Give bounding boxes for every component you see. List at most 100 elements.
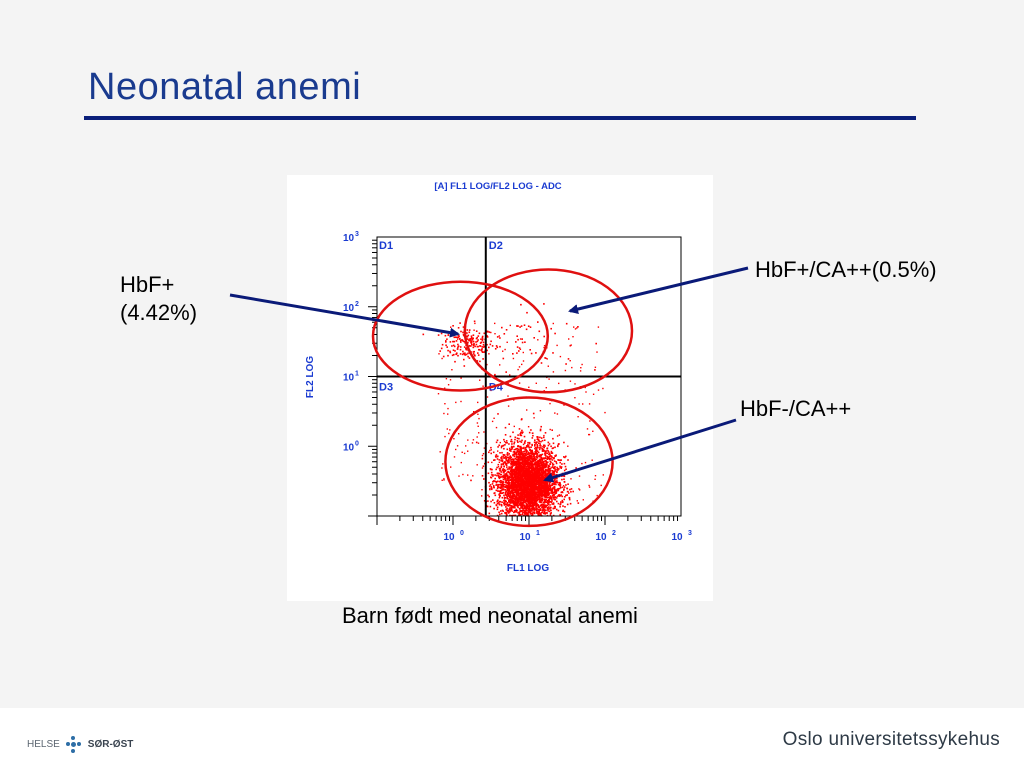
event-point — [559, 465, 561, 467]
plot-title: [A] FL1 LOG/FL2 LOG - ADC — [434, 181, 561, 192]
event-point — [481, 350, 483, 353]
event-point — [526, 461, 528, 463]
event-point — [521, 491, 523, 494]
event-point — [513, 399, 515, 401]
event-point — [515, 511, 518, 513]
event-point — [527, 466, 530, 469]
event-point — [504, 489, 507, 491]
event-point — [473, 329, 475, 331]
event-point — [518, 477, 520, 480]
event-point — [504, 492, 507, 495]
event-point — [501, 457, 503, 460]
event-point — [495, 345, 498, 347]
event-point — [512, 506, 514, 508]
event-point — [518, 350, 520, 352]
event-point — [540, 504, 543, 506]
event-point — [567, 459, 569, 461]
event-point — [564, 506, 566, 508]
event-point — [541, 450, 544, 452]
event-point — [557, 443, 560, 445]
event-point — [529, 457, 532, 460]
event-point — [565, 484, 567, 486]
event-point — [514, 436, 517, 439]
event-point — [520, 497, 522, 500]
event-point — [494, 480, 497, 483]
event-point — [530, 498, 532, 501]
event-point — [443, 412, 445, 415]
event-point — [519, 462, 521, 465]
event-point — [544, 484, 547, 487]
event-point — [545, 512, 548, 514]
event-point — [549, 428, 551, 431]
event-point — [462, 473, 464, 476]
event-point — [441, 479, 443, 481]
event-point — [473, 411, 475, 413]
event-point — [509, 504, 511, 507]
event-point — [506, 448, 509, 451]
event-point — [536, 456, 538, 458]
event-point — [478, 417, 480, 420]
event-point — [472, 475, 474, 477]
event-point — [481, 495, 483, 497]
event-point — [538, 330, 541, 333]
event-point — [489, 449, 491, 452]
event-point — [538, 446, 540, 449]
event-point — [519, 338, 522, 340]
event-point — [477, 339, 479, 341]
event-point — [591, 459, 593, 461]
slide-title: Neonatal anemi — [88, 66, 362, 108]
event-point — [515, 454, 517, 456]
y-axis-label: FL2 LOG — [305, 356, 316, 398]
event-point — [528, 468, 530, 470]
event-point — [542, 477, 545, 480]
event-point — [524, 494, 527, 496]
event-point — [457, 327, 460, 329]
event-point — [449, 379, 452, 381]
event-point — [467, 450, 469, 452]
event-point — [498, 335, 500, 337]
event-point — [457, 346, 459, 349]
event-point — [447, 334, 449, 336]
event-point — [549, 460, 552, 463]
event-point — [596, 494, 598, 497]
event-point — [516, 488, 519, 491]
event-point — [504, 444, 506, 446]
event-point — [538, 471, 540, 474]
event-point — [517, 459, 520, 462]
event-point — [576, 500, 578, 502]
event-point — [525, 450, 528, 452]
event-point — [477, 442, 480, 444]
event-point — [551, 429, 553, 431]
event-point — [499, 470, 501, 472]
event-point — [501, 459, 504, 461]
y-tick-exponent: 3 — [355, 231, 359, 238]
event-point — [513, 451, 516, 453]
event-point — [549, 478, 551, 480]
event-point — [526, 311, 528, 314]
event-point — [535, 382, 537, 384]
event-point — [540, 511, 543, 514]
event-point — [497, 446, 499, 448]
event-point — [545, 487, 548, 489]
event-point — [509, 458, 511, 460]
event-point — [549, 402, 551, 405]
event-point — [512, 353, 514, 355]
event-point — [503, 470, 506, 472]
event-point — [531, 443, 533, 446]
event-point — [467, 355, 469, 358]
event-point — [538, 506, 541, 508]
event-point — [544, 482, 546, 484]
label-hbf-positive: HbF+ (4.42%) — [120, 271, 197, 327]
event-point — [532, 511, 535, 513]
event-point — [521, 418, 523, 420]
event-point — [530, 512, 533, 515]
event-point — [469, 338, 471, 340]
event-point — [514, 438, 516, 441]
event-point — [550, 506, 552, 509]
event-point — [513, 448, 516, 451]
event-point — [488, 353, 490, 355]
event-point — [481, 346, 484, 348]
event-point — [533, 476, 535, 478]
event-point — [531, 506, 534, 508]
event-point — [497, 455, 499, 458]
